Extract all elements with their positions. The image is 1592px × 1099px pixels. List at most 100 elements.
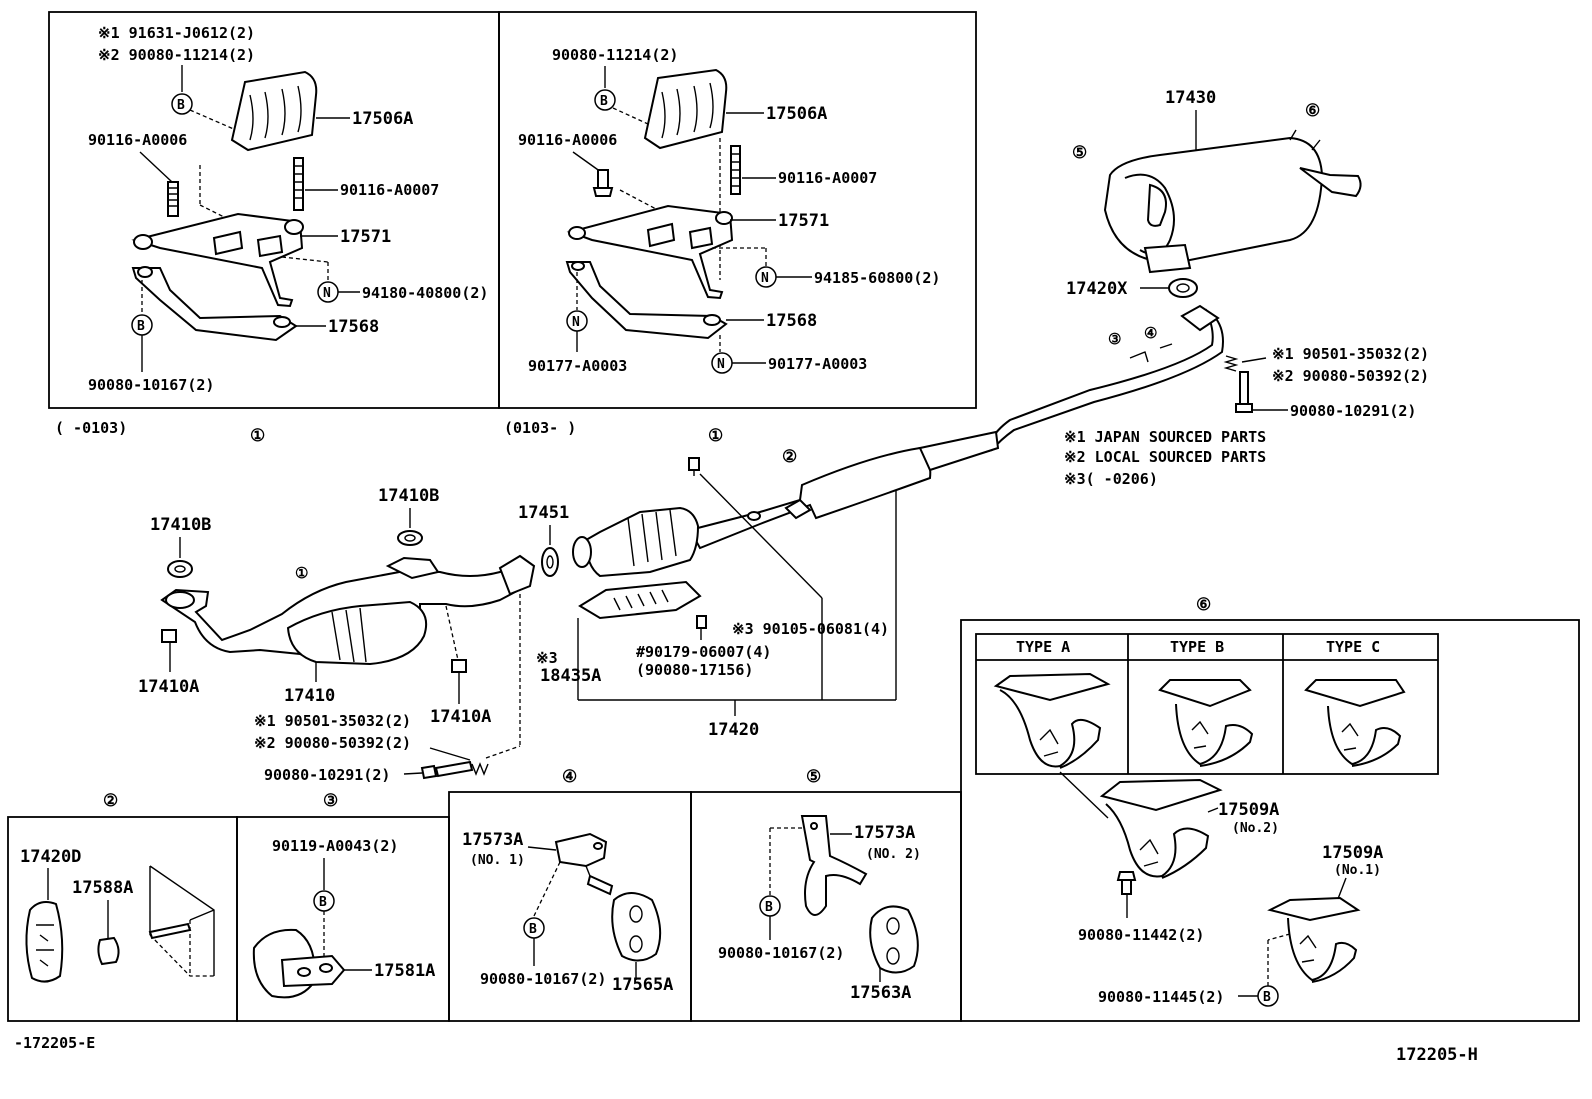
heat-insulator-box-late (498, 11, 977, 409)
part-label-90105-06081: ※3 90105-06081(4) (732, 620, 889, 638)
part-label-90080-10167: 90080-10167(2) (480, 970, 606, 988)
bracket-17573A-no1 (554, 832, 614, 896)
hanger-bracket-section (148, 865, 215, 977)
part-label-17568: 17568 (328, 317, 379, 337)
circled-marker-3: ③ (1108, 330, 1121, 348)
gasket-17410B (167, 560, 193, 578)
marker-b: B (313, 890, 335, 912)
leader-line (139, 151, 173, 183)
part-label-90177-A0003: 90177-A0003 (528, 357, 627, 375)
rubber-hanger-17565A (611, 892, 662, 962)
circled-marker-1: ① (708, 426, 723, 446)
svg-text:N: N (572, 315, 580, 330)
part-label-90116-A0006: 90116-A0006 (88, 131, 187, 149)
leader-dashed (619, 189, 659, 211)
part-label-17420D: 17420D (20, 847, 81, 867)
part-label-17571: 17571 (778, 211, 829, 231)
nut-17410A (161, 629, 177, 643)
bolt (592, 169, 614, 197)
svg-text:B: B (137, 319, 145, 334)
mount-type-b (1158, 679, 1254, 767)
part-label-90080-11442: 90080-11442(2) (1078, 926, 1204, 944)
part-label-90116-A0007: 90116-A0007 (778, 169, 877, 187)
part-label-17410B: 17410B (150, 515, 211, 535)
type-b-header: TYPE B (1170, 638, 1224, 656)
heat-insulator-17506A (230, 70, 318, 152)
circled-marker-4: ④ (1144, 324, 1157, 342)
marker-b: B (131, 314, 153, 336)
marker-n: N (566, 310, 588, 332)
part-label-90080-10167: 90080-10167(2) (88, 376, 214, 394)
bracket-17568 (131, 266, 298, 342)
circled-marker-2: ② (103, 791, 118, 811)
leader-line (572, 151, 602, 173)
marker-b: B (1257, 985, 1279, 1007)
leader-line (429, 747, 471, 761)
part-label-17509A: 17509A (1322, 843, 1383, 863)
part-label-90116-A0006: 90116-A0006 (518, 131, 617, 149)
part-label-90080-11445: 90080-11445(2) (1098, 988, 1224, 1006)
mount-type-a (993, 672, 1111, 769)
circled-marker-5: ⑤ (806, 767, 821, 787)
marker-b: B (171, 93, 193, 115)
nut-17410A (451, 659, 467, 673)
part-label-90080-10167: 90080-10167(2) (718, 944, 844, 962)
part-label-90080-11214: 90080-11214(2) (552, 46, 678, 64)
part-label-17573A: 17573A (854, 823, 915, 843)
part-label-17420: 17420 (708, 720, 759, 740)
legend-date-range: ※3( -0206) (1064, 470, 1158, 488)
part-label-17571: 17571 (340, 227, 391, 247)
marker-n: N (755, 266, 777, 288)
circled-marker-5: ⑤ (1072, 143, 1087, 163)
marker-b: B (523, 917, 545, 939)
gasket-17410B (397, 530, 423, 546)
part-label-no2: (No.2) (1232, 821, 1279, 836)
part-label-17410A: 17410A (138, 677, 199, 697)
bolt (1235, 371, 1253, 413)
part-label-no1: (NO. 1) (470, 853, 525, 868)
mount-type-c (1304, 679, 1406, 767)
gasket-17420X (1168, 278, 1198, 298)
bracket-17571 (131, 212, 304, 308)
part-label-note2: ※2 90080-11214(2) (98, 46, 255, 64)
spring (1223, 355, 1239, 372)
muffler-17430 (1103, 129, 1362, 274)
mount-types-table (975, 633, 1439, 775)
part-label-17573A: 17573A (462, 830, 523, 850)
mount-17509A-no1 (1267, 896, 1361, 983)
bolt (688, 457, 700, 476)
leader-line (1207, 807, 1219, 813)
date-range-early: ( -0103) (55, 419, 127, 437)
bracket-17568 (565, 261, 728, 340)
svg-text:N: N (717, 357, 725, 372)
part-label-note2: ※2 90080-50392(2) (1272, 367, 1429, 385)
marker-n: N (317, 281, 339, 303)
part-label-94180-40800: 94180-40800(2) (362, 284, 488, 302)
part-label-90080-10291: 90080-10291(2) (1290, 402, 1416, 420)
front-exhaust-pipe-17410 (160, 554, 536, 666)
part-label-17420X: 17420X (1066, 279, 1128, 299)
leader-dashed (281, 256, 329, 263)
circled-marker-1: ① (295, 564, 308, 582)
part-label-17588A: 17588A (72, 878, 133, 898)
part-label-90080-10291: 90080-10291(2) (264, 766, 390, 784)
part-label-90080-17156: (90080-17156) (636, 661, 753, 679)
mount-17509A-no2 (1099, 778, 1223, 879)
part-label-17410A: 17410A (430, 707, 491, 727)
date-range-late: (0103- ) (504, 419, 576, 437)
cushion-17588A (97, 936, 120, 966)
leader-dashed (199, 204, 231, 221)
circled-marker-6: ⑥ (1196, 595, 1211, 615)
gasket-17451 (541, 547, 559, 577)
part-label-17509A: 17509A (1218, 800, 1279, 820)
circled-marker-6: ⑥ (1305, 101, 1320, 121)
heat-shield-18435A (578, 580, 702, 620)
leader-line (527, 846, 557, 851)
stud-bolt (730, 145, 741, 195)
part-label-no2: (NO. 2) (866, 847, 921, 862)
part-label-18435A: 18435A (540, 666, 601, 686)
part-label-note1: ※1 90501-35032(2) (254, 712, 411, 730)
bolt-with-spring (420, 760, 489, 780)
leader-dashed (189, 109, 237, 131)
